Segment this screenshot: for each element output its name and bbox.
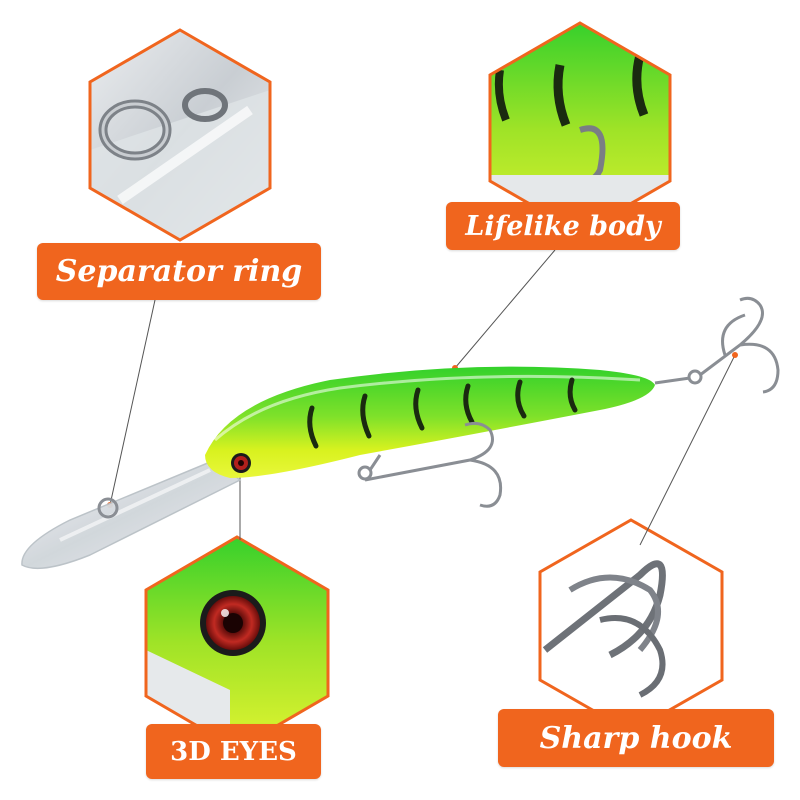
lifelike-body-label: Lifelike body <box>446 202 680 250</box>
eyes-label: 3D EYES <box>146 724 321 779</box>
fishing-lure <box>21 296 780 570</box>
separator-ring-closeup <box>88 28 272 242</box>
sharp-hook-label: Sharp hook <box>498 709 774 767</box>
separator-ring-label: Separator ring <box>37 243 321 300</box>
sharp-hook-closeup <box>538 518 724 734</box>
